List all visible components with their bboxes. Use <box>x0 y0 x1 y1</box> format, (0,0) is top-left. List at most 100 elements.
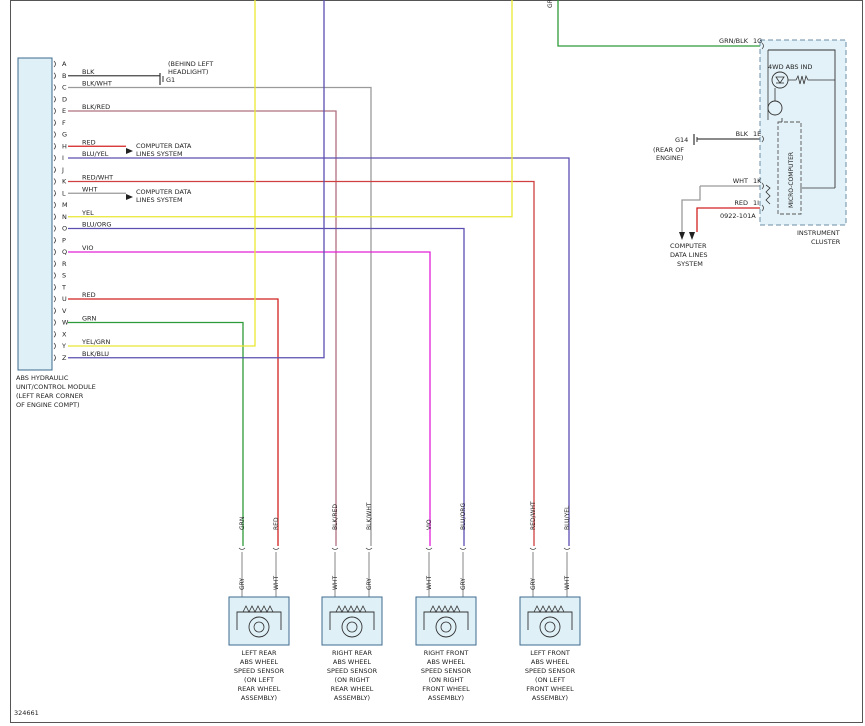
sensor-connector-icon <box>365 547 373 550</box>
cluster-wire-label-1: BLK <box>736 130 749 138</box>
sensor-caption-4: FRONT WHEEL <box>422 685 470 693</box>
cluster-connector-icon <box>761 204 764 212</box>
module-pin-I: I <box>62 154 64 162</box>
wire-k-red-wht <box>68 180 535 546</box>
pin-connector-icon <box>53 95 56 103</box>
abs-wire-labels: BLKBLK/WHTBLK/REDREDBLU/YELRED/WHTWHTYEL… <box>81 68 113 358</box>
abs-module-block <box>17 57 53 371</box>
pin-connector-icon <box>53 119 56 127</box>
module-pin-V: V <box>62 307 67 315</box>
g1-caption-1: HEADLIGHT) <box>168 68 208 76</box>
sensor-bottom-right: WHT <box>564 576 571 590</box>
cluster-box <box>759 39 847 226</box>
module-pin-Z: Z <box>62 354 67 362</box>
pin-connector-icon <box>53 60 56 68</box>
data-lines-lower-0: COMPUTER DATA <box>136 188 192 196</box>
pin-connector-icon <box>53 272 56 279</box>
wire-z-blk-blu <box>68 0 325 359</box>
module-pin-X: X <box>62 330 67 338</box>
tone-ring-icon <box>341 616 363 638</box>
sensor-top-right: BLK/WHT <box>366 502 373 530</box>
wire-label-Z: BLK/BLU <box>82 350 109 358</box>
ground-g1: (BEHIND LEFT HEADLIGHT) G1 <box>159 60 213 85</box>
wire-label-U: RED <box>82 291 96 299</box>
resistor-icon <box>788 74 835 85</box>
cluster-resistor-icon <box>765 184 771 205</box>
sensor-bottom-right: GRY <box>366 578 373 590</box>
pin-connector-icon <box>53 295 56 303</box>
sensor-caption-0: RIGHT REAR <box>332 649 372 657</box>
sensor-caption-0: LEFT REAR <box>242 649 277 657</box>
data-arrow-icon-2 <box>689 232 695 240</box>
wire-layer <box>68 0 760 546</box>
sensor-caption-2: SPEED SENSOR <box>525 667 576 675</box>
cluster-connector-icon <box>761 42 764 50</box>
sensor-caption-2: SPEED SENSOR <box>421 667 472 675</box>
cluster-data-lines-2: SYSTEM <box>677 260 703 268</box>
cluster-caption-0: INSTRUMENT <box>797 229 840 237</box>
wire-label-Y: YEL/GRN <box>81 338 110 346</box>
module-pin-J: J <box>61 166 64 174</box>
wire-label-I: BLU/YEL <box>82 150 109 158</box>
wire-label-Q: VIO <box>82 244 93 252</box>
sensor-caption-3: (ON RIGHT <box>429 676 464 684</box>
module-caption-2: (LEFT REAR CORNER <box>16 392 84 400</box>
tone-ring-icon <box>539 616 561 638</box>
sensor-caption-4: REAR WHEEL <box>238 685 281 693</box>
module-pin-P: P <box>62 236 66 244</box>
pin-connector-icon <box>53 107 56 115</box>
cluster-connector-icon <box>761 182 764 190</box>
sensor-caption-4: REAR WHEEL <box>331 685 374 693</box>
sensor-top-right: BLU/ORG <box>460 503 467 530</box>
wire-label-L: WHT <box>82 185 97 193</box>
module-pin-D: D <box>62 95 67 103</box>
module-pin-B: B <box>62 72 66 80</box>
sensor-top-left: VIO <box>426 519 433 530</box>
pin-connector-icon <box>53 307 56 315</box>
sensor-body <box>519 596 581 646</box>
pin-connector-icon <box>53 166 56 174</box>
sensor-caption-2: SPEED SENSOR <box>327 667 378 675</box>
sensor-connector-icon <box>238 547 246 550</box>
g14-caption-0: (REAR OF <box>653 146 684 154</box>
pin-connector-icon <box>53 283 56 291</box>
module-pin-C: C <box>62 84 67 92</box>
g14-caption-1: ENGINE) <box>656 154 683 162</box>
sensor-bottom-right: WHT <box>273 576 280 590</box>
sensor-caption-3: (ON LEFT <box>244 676 274 684</box>
pin-connector-icon <box>53 178 56 185</box>
figure-id: 324661 <box>14 709 39 717</box>
sensor-connector-icon <box>563 547 571 550</box>
pin-connector-icon <box>53 72 56 80</box>
wire-cluster-grn-blk <box>557 0 760 47</box>
sensor-caption-1: ABS WHEEL <box>333 658 372 666</box>
pin-connector-icon <box>53 225 56 232</box>
module-caption-3: OF ENGINE COMPT) <box>16 401 80 409</box>
g1-id: G1 <box>166 76 175 84</box>
sensor-caption-0: RIGHT FRONT <box>424 649 469 657</box>
module-pin-N: N <box>62 213 67 221</box>
wire-label-E: BLK/RED <box>82 103 110 111</box>
sensor-caption-5: ASSEMBLY) <box>334 694 370 702</box>
cluster-data-lines: COMPUTER DATA LINES SYSTEM <box>670 232 707 268</box>
wire-label-W: GRN <box>82 315 97 323</box>
wire-label-N: YEL <box>81 209 94 217</box>
sensor-coil-icon <box>236 611 282 630</box>
sensor-caption-5: ASSEMBLY) <box>241 694 277 702</box>
instrument-cluster: 4WD ABS IND MICRO-COMPUTER INSTRUMENT CL… <box>759 39 847 246</box>
cluster-pin-2: 1K <box>753 177 762 185</box>
sensor-caption-5: ASSEMBLY) <box>532 694 568 702</box>
cluster-connector-icon <box>761 135 764 143</box>
pin-connector-icon <box>53 260 56 268</box>
module-pin-H: H <box>62 142 67 150</box>
cluster-data-lines-1: DATA LINES <box>670 251 707 259</box>
module-pin-W: W <box>62 319 69 327</box>
wire-label-C: BLK/WHT <box>82 80 112 88</box>
cluster-pin-1: 1E <box>753 130 761 138</box>
wire-cluster-red <box>696 207 760 232</box>
